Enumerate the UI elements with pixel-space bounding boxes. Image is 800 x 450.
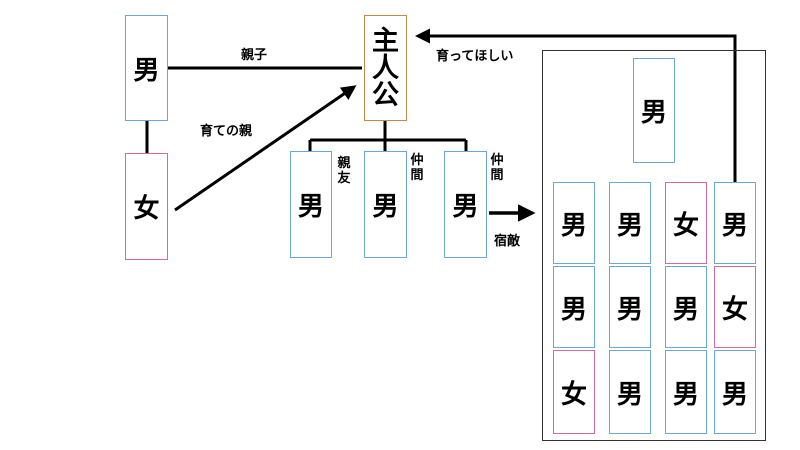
group-cell-r1c1: 男 <box>553 182 595 264</box>
arch-enemy-label: 宿敵 <box>494 234 521 249</box>
peer-box-companion-2: 男 <box>444 151 487 258</box>
father-box: 男 <box>125 15 168 121</box>
mother-char: 女 <box>133 194 160 224</box>
father-char: 男 <box>133 55 160 86</box>
group-cell-char: 男 <box>616 210 643 241</box>
hero-char-1: 主 <box>372 25 399 57</box>
group-leader-char: 男 <box>640 98 667 128</box>
group-cell-r1c3: 女 <box>665 182 707 264</box>
group-cell-r2c1: 男 <box>553 266 595 348</box>
peer-box-best-friend: 男 <box>290 151 332 258</box>
group-cell-char: 男 <box>672 294 699 325</box>
peer2-role-label: 仲間 <box>410 153 424 183</box>
parent-child-label: 親子 <box>241 48 268 63</box>
group-cell-char: 男 <box>560 294 587 325</box>
hero-box: 主 人 公 <box>364 15 407 121</box>
group-cell-r1c4: 男 <box>714 182 756 264</box>
want-raise-label: 育ってほしい <box>436 49 514 64</box>
mother-box: 女 <box>125 153 168 260</box>
want-raise-arrow <box>415 28 737 182</box>
group-cell-char: 男 <box>672 379 699 410</box>
hero-char-3: 公 <box>372 79 399 111</box>
group-cell-r3c1: 女 <box>553 350 595 434</box>
group-cell-char: 女 <box>721 294 748 325</box>
group-cell-char: 男 <box>616 294 643 325</box>
group-cell-r2c4: 女 <box>714 266 756 348</box>
group-cell-r2c2: 男 <box>609 266 651 348</box>
group-cell-char: 男 <box>721 379 748 410</box>
group-cell-r1c2: 男 <box>609 182 651 264</box>
foster-parent-arrow <box>174 85 357 212</box>
group-cell-char: 女 <box>672 210 699 241</box>
group-cell-char: 男 <box>616 379 643 410</box>
group-cell-r2c3: 男 <box>665 266 707 348</box>
group-cell-r3c4: 男 <box>714 350 756 434</box>
peer3-char: 男 <box>452 192 479 222</box>
peer1-char: 男 <box>297 192 324 222</box>
enemy-group-frame <box>542 50 766 441</box>
group-cell-r3c3: 男 <box>665 350 707 434</box>
group-cell-r3c2: 男 <box>609 350 651 434</box>
group-cell-char: 女 <box>560 379 587 410</box>
peer-box-companion-1: 男 <box>364 151 407 258</box>
group-cell-char: 男 <box>721 210 748 241</box>
group-leader-box: 男 <box>633 58 675 163</box>
peer1-role-label: 親友 <box>337 156 351 186</box>
group-cell-char: 男 <box>560 210 587 241</box>
peer3-role-label: 仲間 <box>490 153 504 183</box>
foster-parent-label: 育ての親 <box>200 124 253 139</box>
hero-char-2: 人 <box>372 52 399 84</box>
peer2-char: 男 <box>372 192 399 222</box>
